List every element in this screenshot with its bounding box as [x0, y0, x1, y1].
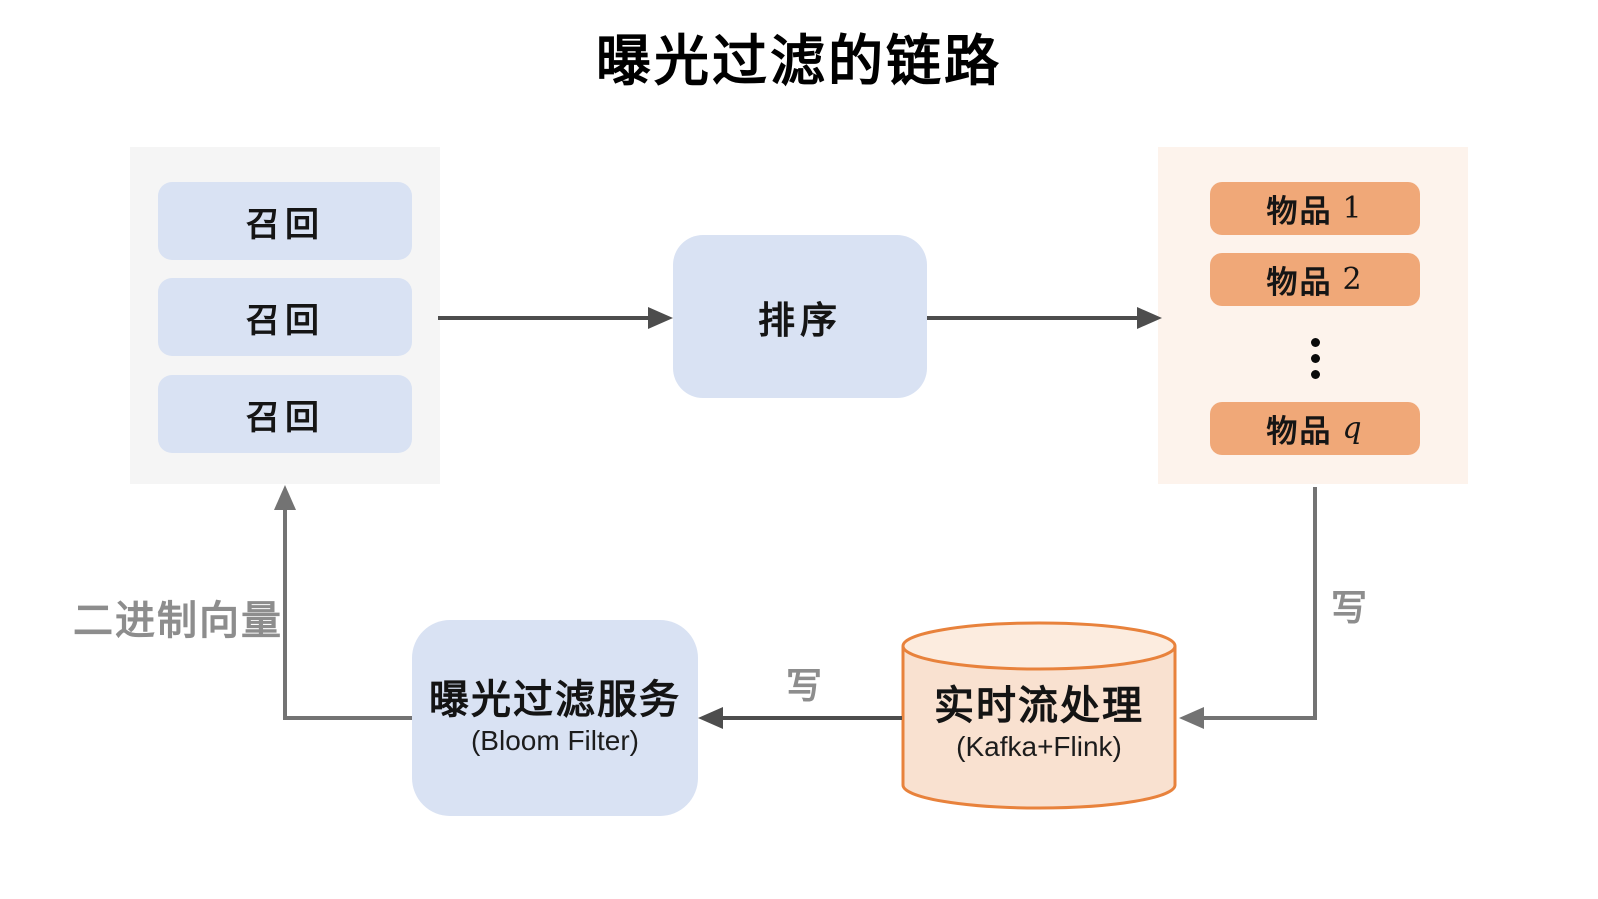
- item-box-2: 物品 2: [1210, 253, 1420, 306]
- filter-node-label: 曝光过滤服务: [429, 678, 681, 722]
- binary-vector-label: 二进制向量: [73, 599, 283, 643]
- edge-ranking-to-output-line: [927, 316, 1138, 320]
- filter-node-sublabel: (Bloom Filter): [470, 725, 639, 756]
- recall-box-1: 召回: [158, 182, 412, 260]
- edge-output-to-stream-hline: [1203, 716, 1317, 720]
- item-box-1: 物品 1: [1210, 182, 1420, 235]
- recall-box-2-label: 召回: [246, 301, 324, 340]
- recall-box-1-label: 召回: [246, 205, 324, 244]
- edge-ranking-to-output-arrowhead: [1137, 307, 1162, 329]
- database-cylinder-icon: [901, 621, 1177, 810]
- edge-stream-to-filter-line: [722, 716, 902, 720]
- item-box-2-index: 2: [1342, 262, 1364, 297]
- stream-node-label: 实时流处理: [934, 684, 1144, 728]
- item-box-q-index: q: [1342, 411, 1364, 446]
- item-box-q-label: 物品: [1266, 414, 1333, 449]
- recall-panel: 召回 召回 召回: [130, 147, 440, 484]
- exposure-filter-node: 曝光过滤服务 (Bloom Filter): [412, 620, 698, 816]
- recall-box-3: 召回: [158, 375, 412, 453]
- stream-node-sublabel: (Kafka+Flink): [956, 731, 1122, 762]
- edge-filter-to-recall-arrowhead: [274, 485, 296, 510]
- item-box-1-label: 物品: [1266, 194, 1333, 229]
- edge-recall-to-ranking-line: [438, 316, 649, 320]
- recall-box-2: 召回: [158, 278, 412, 356]
- item-box-q: 物品 q: [1210, 402, 1420, 455]
- edge-recall-to-ranking-arrowhead: [648, 307, 673, 329]
- edge-filter-to-recall-hline: [285, 716, 412, 720]
- output-items-panel: 物品 1 物品 2 物品 q: [1158, 147, 1468, 484]
- edge-output-to-stream-arrowhead: [1179, 707, 1204, 729]
- item-box-2-label: 物品: [1266, 265, 1333, 300]
- ranking-box: 排序: [673, 235, 927, 398]
- recall-box-3-label: 召回: [246, 398, 324, 437]
- edge-output-to-stream-vline: [1313, 487, 1317, 718]
- stream-processing-node: 实时流处理 (Kafka+Flink): [900, 619, 1178, 811]
- write-label-right: 写: [1331, 587, 1368, 628]
- edge-filter-to-recall-vline: [283, 507, 287, 720]
- write-label-bottom: 写: [786, 665, 823, 706]
- ranking-box-label: 排序: [758, 299, 842, 341]
- item-box-1-index: 1: [1342, 191, 1364, 226]
- vertical-ellipsis-icon: [1210, 336, 1420, 381]
- edge-stream-to-filter-arrowhead: [698, 707, 723, 729]
- diagram-title: 曝光过滤的链路: [595, 29, 1002, 93]
